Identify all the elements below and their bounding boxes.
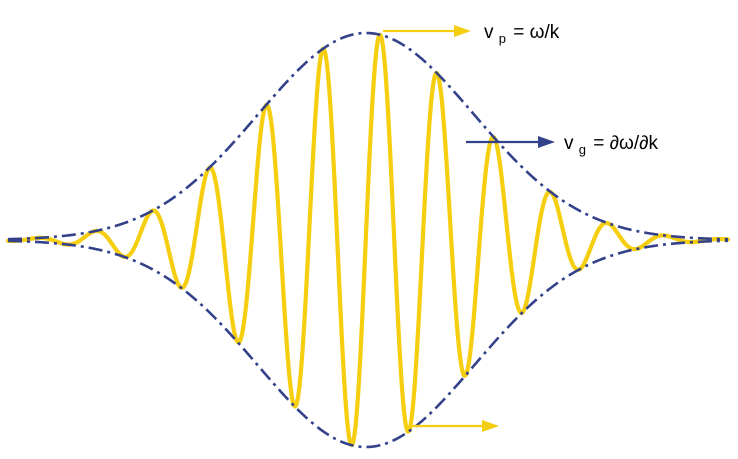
- group-velocity-subscript: g: [579, 142, 586, 157]
- phase-velocity-label: v p = ω/k: [484, 22, 560, 48]
- group-velocity-symbol: v: [564, 133, 574, 154]
- phase-velocity-expression: = ω/k: [513, 22, 559, 43]
- phase-velocity-arrow: [383, 25, 471, 37]
- phase-velocity-symbol: v: [484, 22, 494, 43]
- group-velocity-label: v g = ∂ω/∂k: [564, 133, 659, 159]
- carrier-wave: [5, 32, 731, 448]
- group-velocity-arrow: [466, 136, 555, 148]
- envelope-upper: [7, 31, 729, 241]
- phase-velocity-subscript: p: [499, 31, 506, 46]
- envelope-lower: [7, 239, 729, 449]
- group-velocity-expression: = ∂ω/∂k: [593, 133, 658, 154]
- carrier-arrow-bottom: [412, 420, 499, 432]
